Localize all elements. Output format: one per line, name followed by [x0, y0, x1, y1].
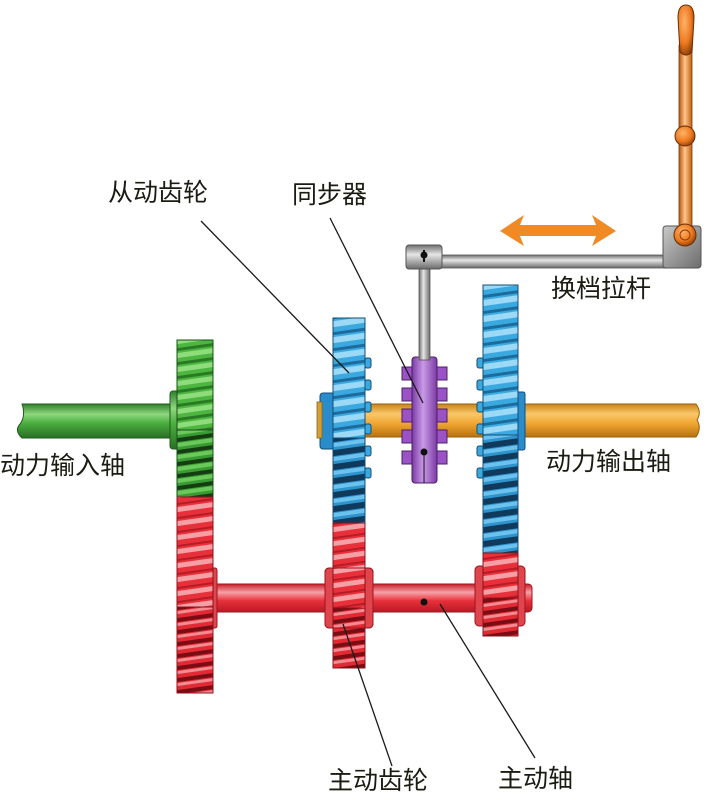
drive-gear: [324, 522, 374, 669]
label-synchronizer: 同步器: [292, 180, 368, 209]
label-countershaft: 主动轴: [498, 764, 574, 793]
counter-gear-left: [176, 496, 218, 694]
input-gear: [176, 339, 214, 498]
leader-driven-gear: [200, 220, 350, 374]
label-output-shaft: 动力输出轴: [546, 447, 672, 476]
label-drive-gear: 主动齿轮: [328, 766, 429, 795]
shift-rod: [405, 244, 667, 361]
driven-gear-1: [316, 317, 372, 524]
counter-gear-right: [474, 552, 526, 637]
shift-lever[interactable]: [662, 4, 702, 269]
leader-countershaft: [439, 603, 536, 759]
leader-drive-gear: [342, 623, 393, 767]
driven-gear-2: [476, 284, 526, 554]
double-headed-arrow-icon: [500, 215, 616, 246]
input-shaft: [16, 390, 183, 450]
label-driven-gear: 从动齿轮: [108, 178, 209, 207]
label-input-shaft: 动力输入轴: [0, 451, 126, 480]
leader-lines: [200, 217, 536, 767]
label-shift-rod: 换档拉杆: [551, 274, 652, 303]
leader-synchronizer: [329, 217, 424, 404]
